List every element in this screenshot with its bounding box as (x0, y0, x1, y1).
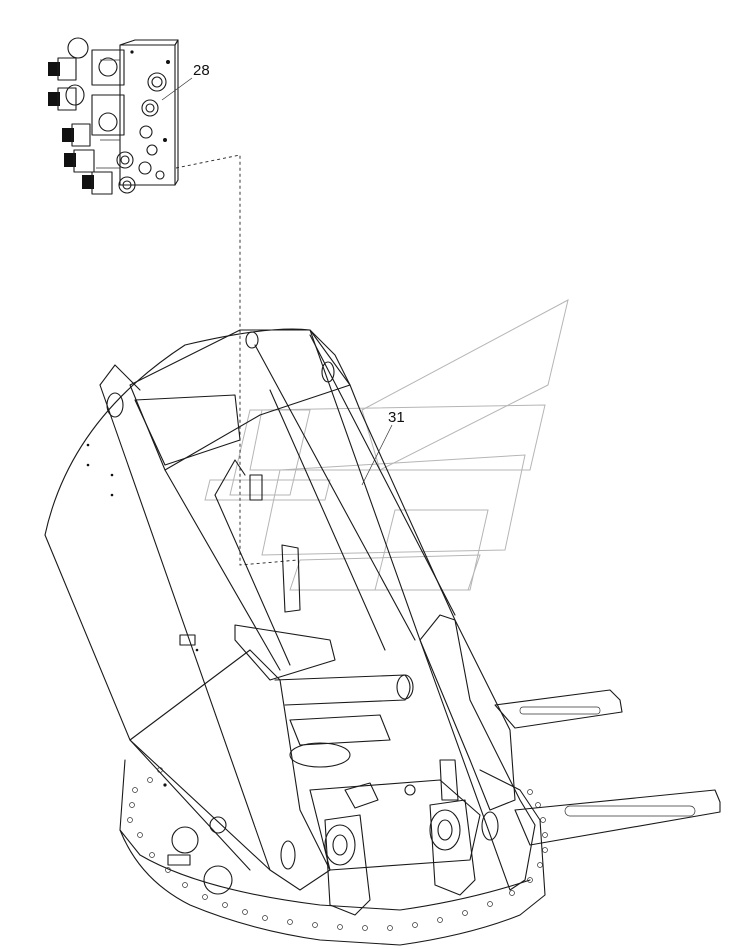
assembly-path-line (175, 154, 299, 566)
slewing-frame (44, 328, 721, 946)
valve-block-assembly (48, 37, 179, 195)
leader-line-31 (361, 424, 393, 486)
callout-31: 31 (388, 409, 405, 426)
leader-line-28 (161, 77, 193, 101)
callout-28: 28 (193, 62, 210, 79)
